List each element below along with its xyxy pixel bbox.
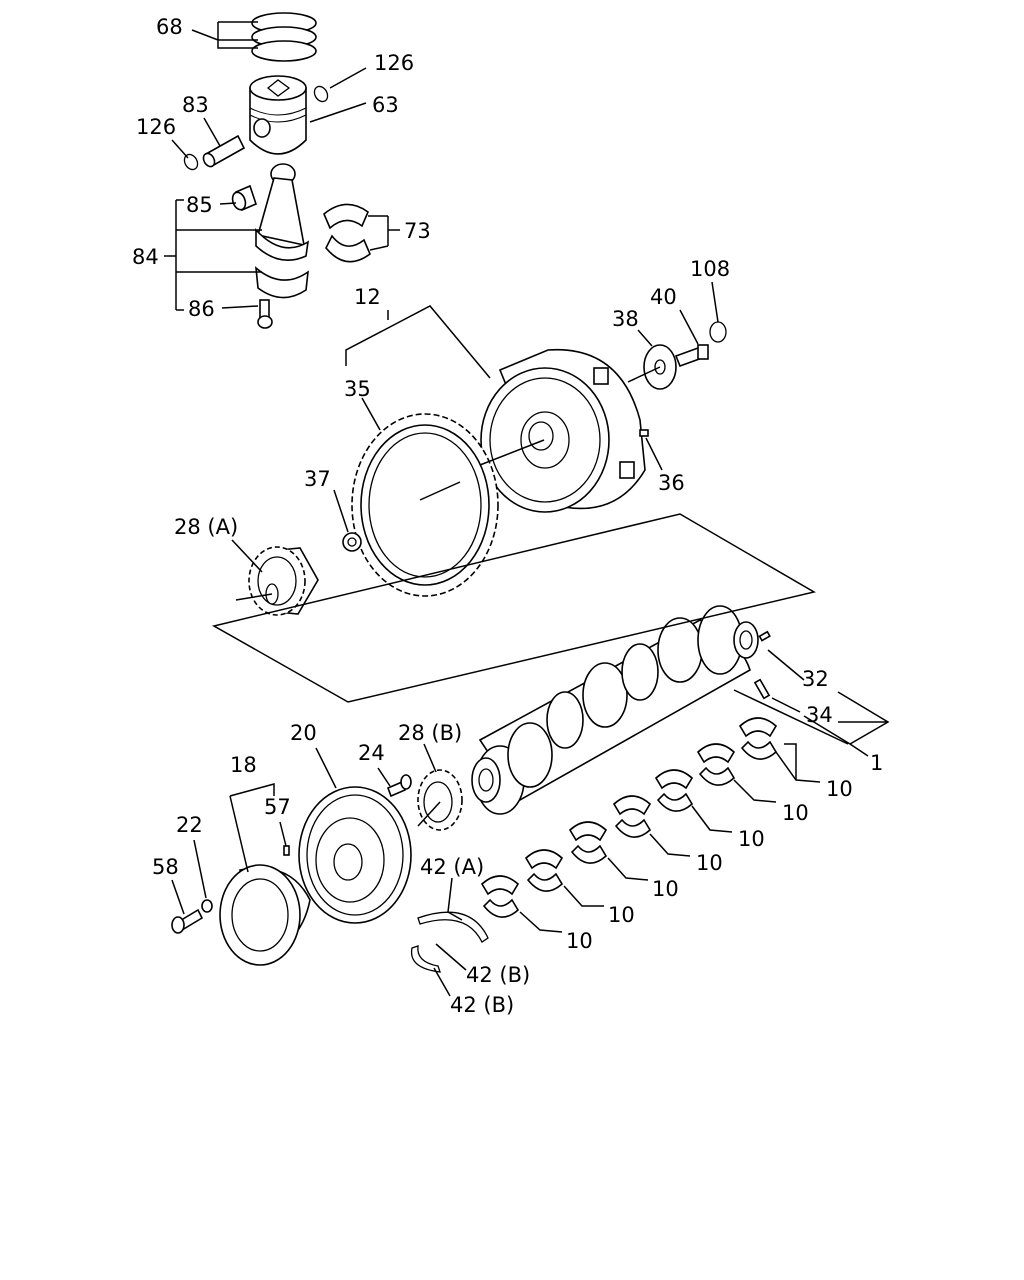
- crank-pin-part: [753, 678, 771, 700]
- label-68: 68: [156, 15, 183, 39]
- washer-part: [201, 899, 213, 913]
- pulley-key-part: [283, 845, 290, 856]
- label-32: 32: [802, 667, 829, 691]
- pilot-bearing-part: [342, 532, 362, 552]
- crank-gear-b-part: [417, 769, 463, 831]
- crankshaft-part: [471, 605, 759, 815]
- snap-ring-right-part: [313, 85, 329, 103]
- label-28b: 28 (B): [398, 721, 462, 745]
- label-10-4: 10: [696, 851, 723, 875]
- bushing-part: [231, 184, 257, 212]
- dowel-pin-part: [639, 429, 649, 437]
- rod-bolt-part: [257, 299, 273, 329]
- main-bearing-shells-part: [480, 717, 778, 918]
- piston-part: [249, 75, 307, 155]
- label-37: 37: [304, 467, 331, 491]
- label-42b-lower: 42 (B): [450, 993, 514, 1017]
- label-57: 57: [264, 795, 291, 819]
- crank-key-part: [758, 630, 771, 642]
- label-38: 38: [612, 307, 639, 331]
- label-10-6: 10: [782, 801, 809, 825]
- label-35: 35: [344, 377, 371, 401]
- label-10-5: 10: [738, 827, 765, 851]
- label-85: 85: [186, 193, 213, 217]
- label-34: 34: [806, 703, 833, 727]
- label-10-3: 10: [652, 877, 679, 901]
- thrust-washer-b-part: [410, 945, 441, 973]
- label-10-2: 10: [608, 903, 635, 927]
- label-126-lower: 126: [136, 115, 176, 139]
- flywheel-bolt-part: [674, 344, 709, 368]
- label-42b-upper: 42 (B): [466, 963, 530, 987]
- label-58: 58: [152, 855, 179, 879]
- label-10-1: 10: [566, 929, 593, 953]
- label-83: 83: [182, 93, 209, 117]
- label-86: 86: [188, 297, 215, 321]
- crank-pulley-part: [298, 786, 412, 924]
- piston-rings-part: [251, 12, 317, 62]
- label-22: 22: [176, 813, 203, 837]
- label-20: 20: [290, 721, 317, 745]
- thrust-washer-a-part: [417, 911, 489, 943]
- label-12: 12: [354, 285, 381, 309]
- label-84: 84: [132, 245, 159, 269]
- label-42a: 42 (A): [420, 855, 484, 879]
- part-labels: 68 126 83 63 126 85 73 84 86 12 108 40 3…: [132, 15, 883, 1017]
- leader-lines: [164, 21, 890, 997]
- flywheel-part: [480, 348, 646, 513]
- pulley-bolt-part: [171, 908, 204, 934]
- label-40: 40: [650, 285, 677, 309]
- label-36: 36: [658, 471, 685, 495]
- label-108: 108: [690, 257, 730, 281]
- label-63: 63: [372, 93, 399, 117]
- label-126-upper: 126: [374, 51, 414, 75]
- o-ring-part: [709, 321, 727, 343]
- label-28a: 28 (A): [174, 515, 238, 539]
- piston-pin-part: [202, 134, 246, 168]
- crank-gear-a-part: [248, 546, 319, 616]
- front-pulley-part: [219, 864, 311, 966]
- snap-ring-left-part: [183, 153, 199, 171]
- gear-bolt-part: [386, 774, 412, 798]
- label-1: 1: [870, 751, 883, 775]
- connecting-rod-part: [255, 163, 310, 299]
- label-73: 73: [404, 219, 431, 243]
- label-24: 24: [358, 741, 385, 765]
- rod-bearing-shells-part: [323, 203, 371, 263]
- label-18: 18: [230, 753, 257, 777]
- ring-gear-part: [351, 413, 499, 597]
- label-10-7: 10: [826, 777, 853, 801]
